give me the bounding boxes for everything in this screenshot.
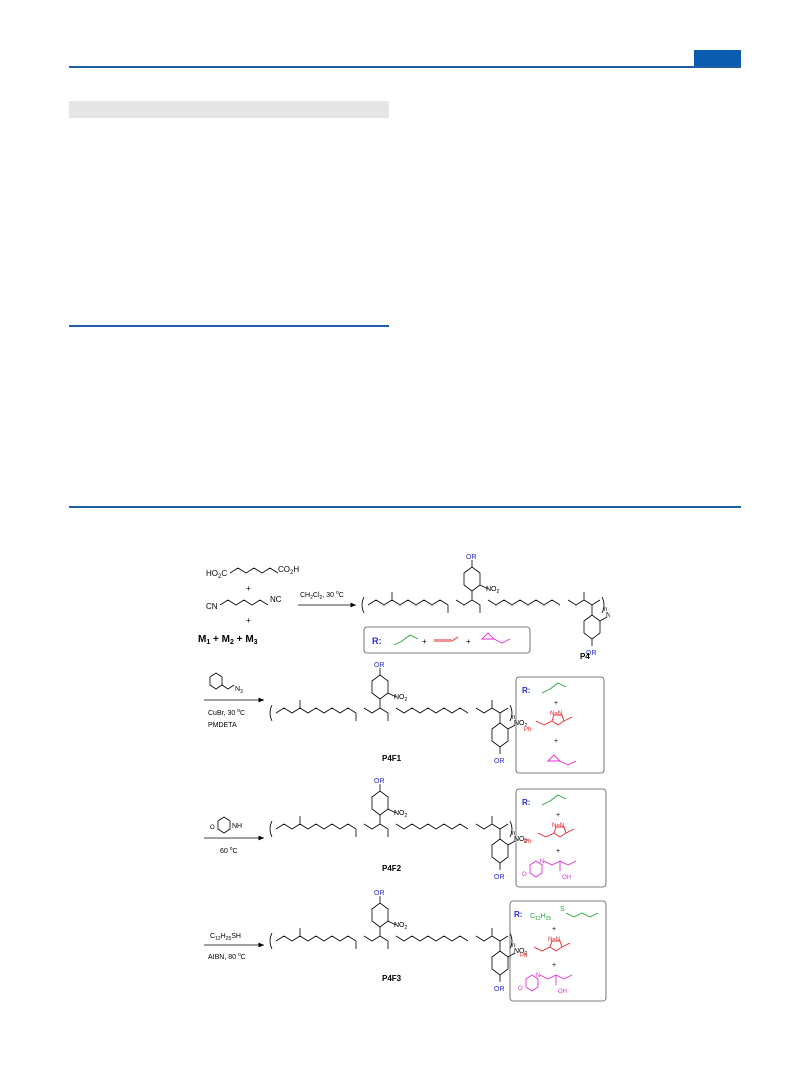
diacid-right-text: CO2H [278, 565, 299, 576]
product-p4f1: P4F1 [382, 754, 402, 763]
svg-text:+: + [556, 812, 560, 819]
diacid-left-text: HO2C [206, 569, 227, 580]
r-box-p4f1: R: + N=N Ph + [515, 676, 605, 774]
svg-text:OR: OR [586, 650, 597, 657]
synthesis-scheme: HO2C CO2H + CN NC + M1 + M2 + M3 CH2Cl2,… [198, 554, 610, 1002]
svg-text:C12H25: C12H25 [530, 913, 551, 922]
step3-condition: AIBN, 80 oC [208, 952, 246, 961]
product-p4: P4 [580, 652, 590, 661]
diisocyanide-left: CN [206, 602, 218, 611]
r-box-p4f2: R: + N=N Ph + O N OH [515, 788, 607, 888]
svg-text:+: + [466, 637, 471, 646]
svg-text:OR: OR [494, 758, 505, 765]
product-p4f2: P4F2 [382, 864, 402, 873]
svg-text:N3: N3 [235, 686, 243, 695]
svg-text:+: + [554, 700, 558, 707]
svg-text:Ph: Ph [520, 953, 527, 959]
svg-text:OR: OR [374, 778, 385, 785]
svg-text:O: O [522, 872, 527, 878]
svg-text:S: S [560, 906, 565, 913]
polymer-p4f3: OR NO2 OR NO2 n [269, 890, 528, 993]
product-p4f3: P4F3 [382, 974, 402, 983]
svg-text:NO2: NO2 [514, 948, 528, 957]
svg-text:NO2: NO2 [514, 720, 528, 729]
svg-text:n: n [604, 607, 607, 613]
svg-text:Ph: Ph [524, 727, 531, 733]
svg-text:+: + [556, 848, 560, 855]
plus-sign-1: + [246, 584, 251, 593]
svg-text:O: O [210, 825, 215, 831]
header-rule [69, 66, 741, 68]
svg-text:R:: R: [514, 910, 522, 919]
header-tab [694, 50, 741, 67]
svg-text:+: + [552, 962, 556, 969]
morpholine-reagent: O NH [210, 816, 242, 834]
svg-text:NO2: NO2 [394, 694, 408, 703]
svg-text:n: n [512, 715, 515, 721]
polymer-p4: OR NO2 OR NO2 n [361, 554, 610, 657]
step0-reactants: HO2C CO2H + CN NC + M1 + M2 + M3 [198, 565, 299, 646]
polymer-p4f2: OR NO2 OR NO2 n [269, 778, 528, 881]
svg-text:n: n [512, 831, 515, 837]
diisocyanide-right: NC [270, 595, 282, 604]
r-box-p4: R: + + [363, 626, 531, 654]
svg-text:NO2: NO2 [606, 612, 610, 621]
step0-condition: CH2Cl2, 30 oC [300, 590, 344, 601]
benzyl-azide-reagent: N3 [209, 672, 243, 695]
svg-text:NO2: NO2 [394, 922, 408, 931]
redacted-gray-bar [69, 101, 389, 118]
svg-text:OR: OR [494, 986, 505, 993]
step3-reagent: C12H25SH [210, 933, 241, 942]
svg-text:OH: OH [558, 989, 567, 995]
svg-text:n: n [512, 943, 515, 949]
step1-condition-2: PMDETA [208, 722, 237, 729]
svg-text:OR: OR [374, 890, 385, 897]
svg-text:O: O [518, 986, 523, 992]
step2-condition: 60 oC [220, 846, 238, 855]
svg-text:R:: R: [522, 798, 530, 807]
polymer-p4f1: OR NO2 OR NO2 n [269, 662, 528, 765]
section-rule-short [69, 325, 389, 327]
svg-text:R:: R: [372, 636, 382, 646]
svg-text:NO2: NO2 [514, 836, 528, 845]
svg-text:+: + [554, 738, 558, 745]
svg-text:N=N: N=N [550, 711, 562, 717]
svg-text:OR: OR [494, 874, 505, 881]
svg-text:N=N: N=N [552, 823, 564, 829]
svg-text:NH: NH [232, 823, 242, 830]
svg-text:NO2: NO2 [486, 586, 500, 595]
svg-text:Ph: Ph [524, 839, 531, 845]
section-rule-long [69, 506, 741, 508]
svg-text:OR: OR [466, 554, 477, 561]
svg-text:N: N [540, 859, 544, 865]
svg-text:N=N: N=N [548, 937, 560, 943]
svg-text:+: + [552, 926, 556, 933]
svg-text:R:: R: [522, 686, 530, 695]
svg-text:+: + [422, 637, 427, 646]
step1-condition-1: CuBr, 30 oC [208, 708, 245, 717]
monomer-list: M1 + M2 + M3 [198, 634, 258, 646]
r-box-p4f3: R: C12H25 S + N=N Ph + O N OH [509, 900, 607, 1002]
svg-text:OH: OH [562, 875, 571, 881]
plus-sign-2: + [246, 616, 251, 625]
svg-text:N: N [536, 973, 540, 979]
svg-text:NO2: NO2 [394, 810, 408, 819]
svg-text:OR: OR [374, 662, 385, 669]
